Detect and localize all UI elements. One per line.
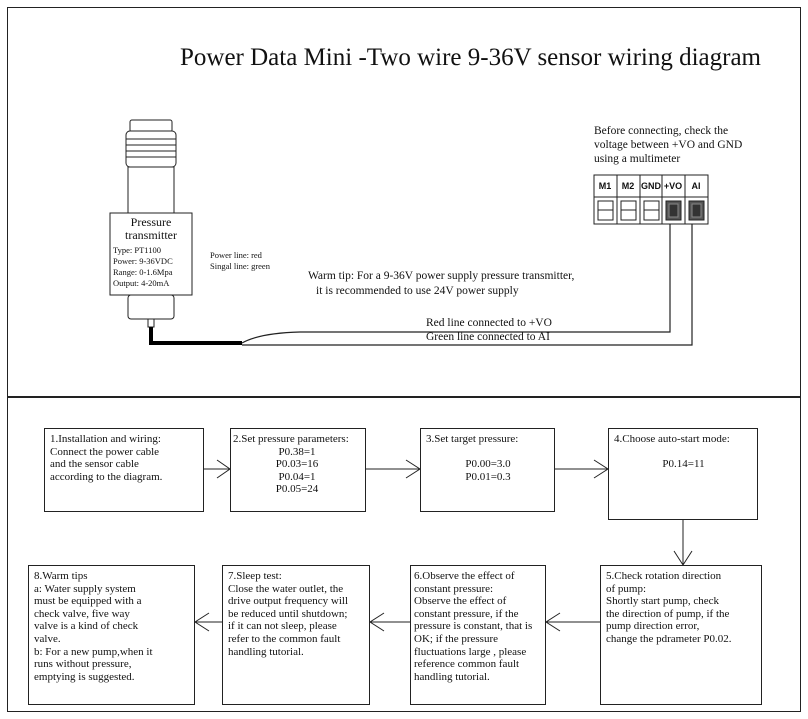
- step-text-line: P0.14=11: [662, 458, 705, 471]
- sensor-spec-type: Type: PT1100: [113, 245, 161, 255]
- sensor-spec-power: Power: 9-36VDC: [113, 256, 173, 266]
- step-text-line: 7.Sleep test:: [228, 570, 282, 582]
- step-text-line: drive output frequency will: [228, 595, 349, 608]
- step-text-line: P0.00=3.0: [465, 458, 511, 471]
- sensor-cable: [149, 327, 242, 345]
- pre-check-line2: voltage between +VO and GND: [594, 139, 743, 151]
- terminal-gnd: GND: [641, 181, 661, 191]
- step-text-line: P0.01=0.3: [465, 470, 511, 483]
- step-text-line: 5.Check rotation direction: [606, 570, 722, 582]
- step-text-line: valve.: [34, 632, 61, 645]
- step-text-line: pressure is constant, that is: [414, 620, 533, 633]
- step-4-box: 4.Choose auto-start mode: P0.14=11: [608, 428, 758, 520]
- step-text-line: according to the diagram.: [50, 470, 163, 483]
- warm-tip-line2: it is recommended to use 24V power suppl…: [316, 285, 519, 297]
- terminal-vo: +VO: [663, 181, 683, 191]
- terminal-ai: AI: [691, 181, 701, 191]
- step-text-line: reference common fault: [414, 658, 520, 671]
- step-text-line: and the sensor cable: [50, 458, 139, 471]
- terminal-m2: M2: [621, 181, 635, 191]
- step-text-line: 6.Observe the effect of: [414, 570, 515, 582]
- step-text-line: OK; if the pressure: [414, 632, 499, 645]
- step-text-line: a: Water supply system: [34, 582, 136, 595]
- step-7-box: 7.Sleep test:Close the water outlet, the…: [222, 565, 370, 705]
- step-text-line: 3.Set target pressure:: [426, 433, 519, 445]
- page-title: Power Data Mini -Two wire 9-36V sensor w…: [180, 44, 762, 71]
- step-text-line: Observe the effect of: [414, 595, 507, 608]
- sensor-spec-output: Output: 4-20mA: [113, 278, 170, 288]
- sensor-spec-range: Range: 0-1.6Mpa: [113, 267, 173, 277]
- step-text-line: Shortly start pump, check: [606, 595, 720, 608]
- step-text-line: P0.04=1: [278, 470, 316, 483]
- pre-check-line3: using a multimeter: [594, 153, 681, 165]
- step-text-line: 4.Choose auto-start mode:: [614, 433, 730, 445]
- warm-tip-line1: Warm tip: For a 9-36V power supply press…: [308, 270, 575, 282]
- step-text-line: change the pdrameter P0.02.: [606, 632, 732, 645]
- red-wire-label: Red line connected to +VO: [426, 317, 552, 329]
- step-text-line: runs without pressure,: [34, 658, 132, 671]
- pre-check-line1: Before connecting, check the: [594, 125, 729, 137]
- pressure-sensor-drawing: [109, 119, 193, 328]
- wiring-section: [7, 7, 801, 397]
- step-text-line: constant pressure, if the: [414, 607, 519, 620]
- sensor-name-line2: transmitter: [125, 228, 177, 242]
- step-text-line: P0.05=24: [275, 483, 319, 496]
- terminal-block: [593, 174, 709, 225]
- step-text-line: valve is a kind of check: [34, 620, 139, 633]
- step-text-line: the direction of pump, if the: [606, 607, 730, 620]
- step-text-line: [614, 446, 753, 459]
- step-text-line: 2.Set pressure parameters:: [233, 433, 349, 445]
- step-text-line: if it can not sleep, please: [228, 620, 337, 633]
- green-wire-label: Green line connected to AI: [426, 331, 550, 343]
- step-text-line: emptying is suggested.: [34, 670, 135, 683]
- legend-power-line: Power line: red: [210, 250, 262, 260]
- step-text-line: handling tutorial.: [228, 645, 304, 658]
- step-text-line: be reduced until shutdown;: [228, 607, 348, 620]
- step-text-line: b: For a new pump,when it: [34, 645, 153, 658]
- step-text-line: Close the water outlet, the: [228, 582, 344, 595]
- step-text-line: pump direction error,: [606, 620, 700, 633]
- step-text-line: handling tutorial.: [414, 670, 490, 683]
- sensor-name: Pressure transmitter: [110, 216, 192, 242]
- step-text-line: fluctuations large , please: [414, 645, 527, 658]
- step-text-line: 8.Warm tips: [34, 570, 88, 582]
- step-text-line: constant pressure:: [414, 582, 494, 595]
- red-wire: [241, 224, 671, 344]
- step-text-line: [426, 446, 550, 459]
- step-text-line: of pump:: [606, 582, 647, 595]
- green-wire: [242, 224, 693, 346]
- step-text-line: refer to the common fault: [228, 632, 341, 645]
- step-text-line: P0.38=1: [278, 445, 316, 458]
- terminal-m1: M1: [598, 181, 612, 191]
- step-text-line: P0.03=16: [275, 458, 319, 471]
- sensor-name-line1: Pressure: [130, 215, 172, 229]
- step-text-line: check valve, five way: [34, 607, 130, 620]
- step-text-line: Connect the power cable: [50, 445, 160, 458]
- step-text-line: 1.Installation and wiring:: [50, 433, 161, 445]
- step-1-box: 1.Installation and wiring:Connect the po…: [44, 428, 204, 512]
- step-text-line: must be equipped with a: [34, 595, 142, 608]
- steps-section: [7, 397, 801, 712]
- legend-signal-line: Singal line: green: [210, 261, 270, 271]
